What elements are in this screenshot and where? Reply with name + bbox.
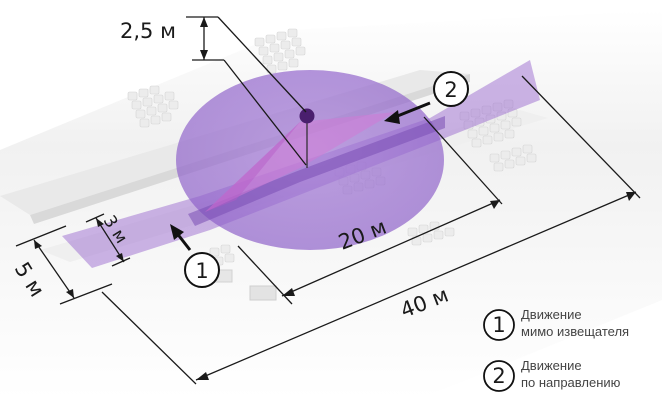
svg-text:по направлению: по направлению — [521, 375, 621, 390]
detector-dot — [299, 108, 315, 124]
inner-wedge — [205, 112, 395, 212]
arrow-2 — [394, 101, 431, 119]
dimension-lines — [15, 16, 641, 385]
marker-1: 1 — [184, 252, 220, 288]
detection-zone — [62, 60, 540, 268]
legend: 1 Движение мимо извещателя 2 Движение по… — [483, 307, 629, 392]
svg-text:Движение: Движение — [521, 358, 582, 373]
svg-text:1: 1 — [492, 313, 505, 337]
svg-text:Движение: Движение — [521, 307, 582, 322]
marker-2: 2 — [433, 71, 469, 107]
svg-text:2: 2 — [492, 364, 505, 388]
svg-text:2: 2 — [444, 78, 457, 102]
svg-text:мимо извещателя: мимо извещателя — [521, 324, 629, 339]
movement-arrows — [170, 101, 431, 251]
legend-item-2: 2 Движение по направлению — [483, 358, 621, 392]
height-label: 2,5 м — [120, 19, 176, 43]
legend-item-1: 1 Движение мимо извещателя — [483, 307, 629, 341]
svg-text:1: 1 — [195, 259, 208, 283]
